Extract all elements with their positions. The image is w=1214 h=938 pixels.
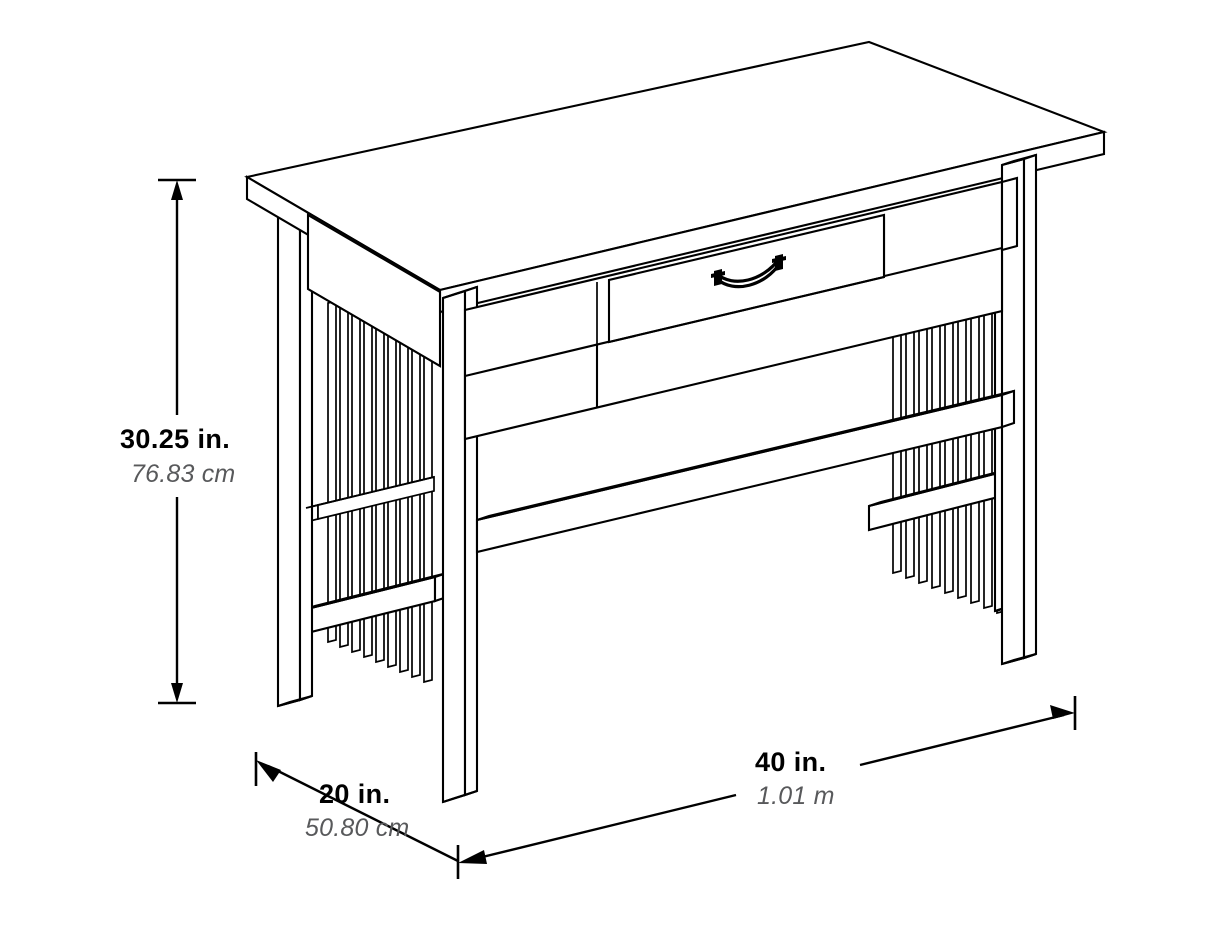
left-apron-panel	[306, 213, 442, 368]
dimension-width	[458, 696, 1077, 864]
left-panel-rail-joint	[305, 476, 435, 509]
rear-left-leg	[276, 201, 314, 708]
dimension-height	[158, 178, 196, 705]
depth-metric-label: 50.80 cm	[305, 814, 409, 842]
height-imperial-label: 30.25 in.	[120, 424, 230, 454]
depth-imperial-label: 20 in.	[319, 779, 390, 809]
width-imperial-label: 40 in.	[755, 747, 826, 777]
right-apron-panel	[1000, 176, 1019, 252]
drawer-bail-pull-handle	[711, 254, 786, 289]
height-metric-label: 76.83 cm	[131, 460, 235, 488]
center-drawer	[607, 213, 886, 344]
front-stretcher-beam	[475, 389, 1016, 554]
width-metric-label: 1.01 m	[757, 782, 835, 810]
dimension-depth	[254, 752, 460, 879]
